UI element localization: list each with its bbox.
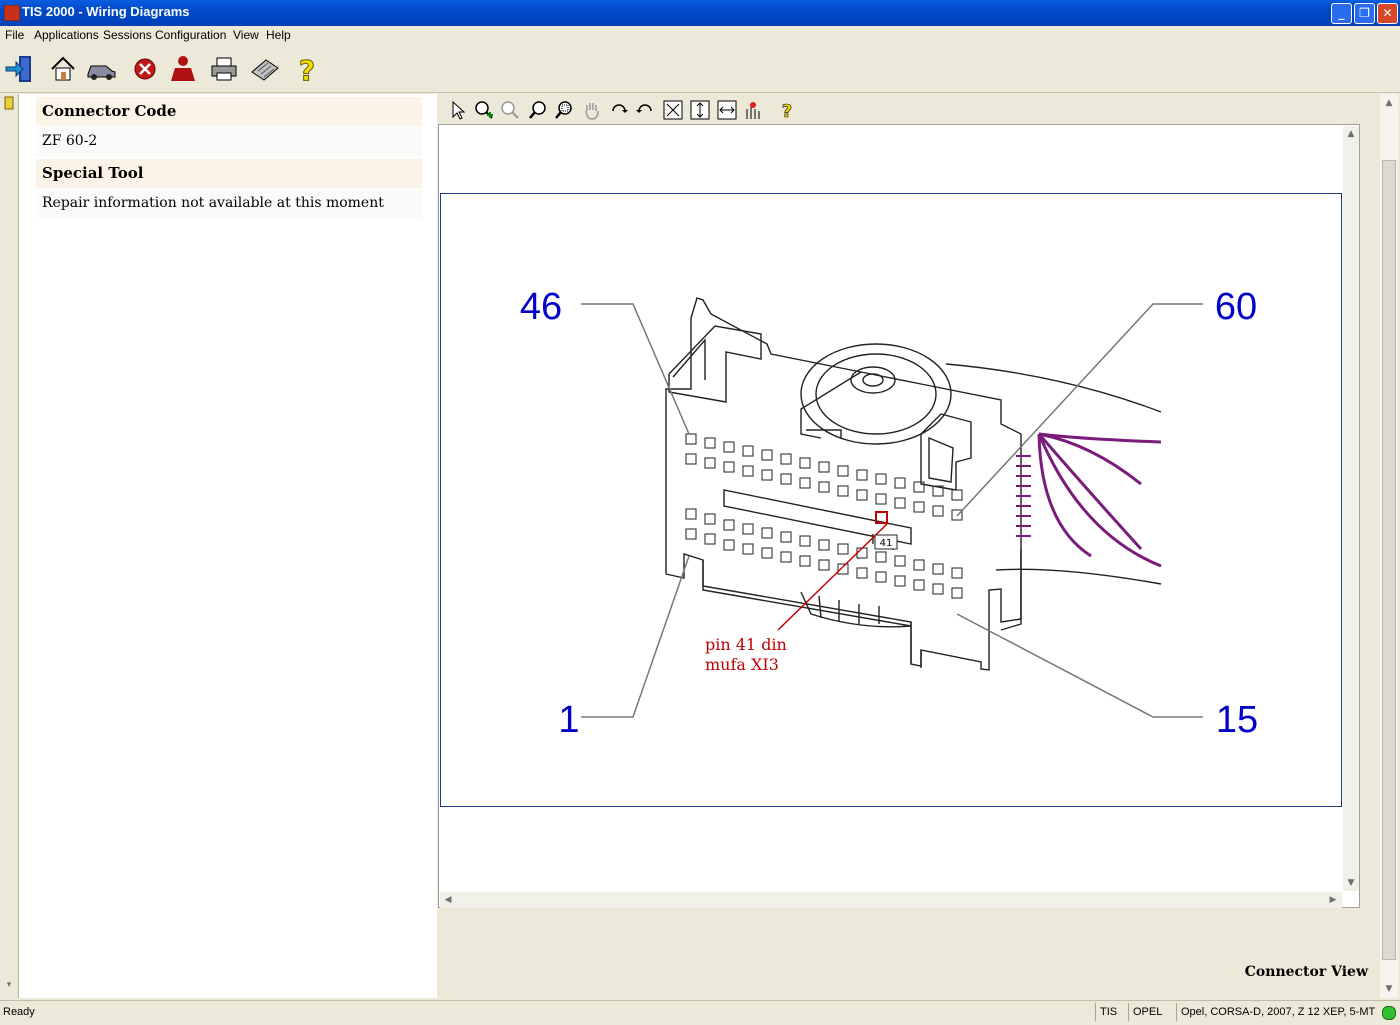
pin-label-46: 46 bbox=[520, 286, 562, 328]
scroll-up-arrow-icon[interactable]: ▲ bbox=[1347, 129, 1355, 139]
status-bar: Ready TIS OPEL Opel, CORSA-D, 2007, Z 12… bbox=[0, 1000, 1400, 1025]
keyboard-icon[interactable] bbox=[250, 54, 280, 84]
menu-view[interactable]: View bbox=[233, 28, 259, 42]
user-icon[interactable] bbox=[168, 54, 198, 84]
main-toolbar: ? bbox=[0, 46, 1400, 93]
stop-icon[interactable] bbox=[130, 54, 160, 84]
fit-width-icon[interactable] bbox=[716, 99, 738, 121]
connector-drawing: 41 46 60 1 15 pin 41 din mufa XI3 bbox=[520, 286, 1258, 741]
rotate-left-icon[interactable] bbox=[634, 99, 656, 121]
diagram-vertical-scrollbar[interactable]: ▲ ▼ bbox=[1343, 126, 1359, 891]
vehicle-icon[interactable] bbox=[86, 54, 116, 84]
collapse-icon[interactable] bbox=[4, 96, 14, 110]
fit-all-icon[interactable] bbox=[662, 99, 684, 121]
title-bar: TIS 2000 - Wiring Diagrams _ ❐ ✕ bbox=[0, 0, 1400, 26]
connector-code-value: ZF 60-2 bbox=[36, 127, 422, 156]
rotate-right-icon[interactable] bbox=[608, 99, 630, 121]
print-icon[interactable] bbox=[209, 54, 239, 84]
menu-sessions[interactable]: Sessions bbox=[103, 28, 152, 42]
menu-applications[interactable]: Applications bbox=[34, 28, 99, 42]
status-make: OPEL bbox=[1133, 1006, 1163, 1018]
scroll-left-arrow-icon[interactable]: ◀ bbox=[444, 895, 452, 905]
pin-label-1: 1 bbox=[558, 699, 579, 741]
close-button[interactable]: ✕ bbox=[1377, 3, 1398, 24]
menu-file[interactable]: File bbox=[5, 28, 25, 42]
menu-configuration[interactable]: Configuration bbox=[155, 28, 227, 42]
zoom-in-icon[interactable] bbox=[473, 99, 495, 121]
highlight-icon[interactable] bbox=[743, 99, 765, 121]
menu-bar: File Applications Sessions Configuration… bbox=[0, 26, 1400, 44]
diagram-toolbar: ? bbox=[440, 96, 1362, 124]
pin-label-60: 60 bbox=[1215, 286, 1257, 328]
scroll-up-arrow-icon[interactable]: ▲ bbox=[1385, 98, 1393, 108]
annotation-line-1: pin 41 din bbox=[705, 635, 787, 654]
zoom-out-icon[interactable] bbox=[499, 99, 521, 121]
scroll-down-arrow-icon[interactable]: ▾ bbox=[6, 980, 12, 990]
minimize-button[interactable]: _ bbox=[1331, 3, 1352, 24]
zoom-area-icon[interactable] bbox=[554, 99, 576, 121]
restore-button[interactable]: ❐ bbox=[1354, 3, 1375, 24]
status-indicator-icon bbox=[1382, 1006, 1396, 1020]
svg-text:?: ? bbox=[299, 54, 315, 84]
svg-text:?: ? bbox=[782, 101, 792, 121]
menu-help[interactable]: Help bbox=[266, 28, 291, 42]
connector-info-panel: Connector Code ZF 60-2 Special Tool Repa… bbox=[19, 94, 437, 998]
scroll-right-arrow-icon[interactable]: ▶ bbox=[1329, 895, 1337, 905]
help-icon[interactable]: ? bbox=[292, 54, 322, 84]
special-tool-label: Special Tool bbox=[36, 159, 422, 188]
status-tis: TIS bbox=[1100, 1006, 1118, 1018]
window-title: TIS 2000 - Wiring Diagrams bbox=[22, 4, 190, 19]
connector-diagram[interactable]: 41 46 60 1 15 pin 41 din mufa XI3 bbox=[440, 193, 1342, 807]
pin-label-15: 15 bbox=[1216, 699, 1258, 741]
pan-icon[interactable] bbox=[581, 99, 603, 121]
scroll-down-arrow-icon[interactable]: ▼ bbox=[1347, 878, 1355, 888]
exit-icon[interactable] bbox=[4, 54, 34, 84]
pin-41-highlight bbox=[875, 511, 888, 524]
annotation-line-2: mufa XI3 bbox=[705, 655, 779, 674]
diagram-horizontal-scrollbar[interactable]: ◀ ▶ bbox=[440, 892, 1342, 908]
scroll-down-arrow-icon[interactable]: ▼ bbox=[1385, 984, 1393, 994]
status-vehicle: Opel, CORSA-D, 2007, Z 12 XEP, 5-MT bbox=[1181, 1006, 1376, 1018]
app-icon bbox=[4, 5, 20, 21]
pin-41-tag: 41 bbox=[880, 538, 893, 549]
pointer-icon[interactable] bbox=[447, 99, 469, 121]
special-tool-value: Repair information not available at this… bbox=[36, 189, 422, 218]
connector-code-label: Connector Code bbox=[36, 97, 422, 126]
zoom-icon[interactable] bbox=[528, 99, 550, 121]
fit-height-icon[interactable] bbox=[689, 99, 711, 121]
status-text: Ready bbox=[3, 1006, 35, 1018]
help-icon[interactable]: ? bbox=[776, 99, 798, 121]
scroll-thumb[interactable] bbox=[1382, 160, 1396, 960]
view-caption: Connector View bbox=[1244, 964, 1368, 980]
left-collapse-strip[interactable]: ▾ bbox=[0, 94, 19, 998]
home-icon[interactable] bbox=[48, 54, 78, 84]
page-vertical-scrollbar[interactable]: ▲ ▼ bbox=[1380, 94, 1398, 998]
